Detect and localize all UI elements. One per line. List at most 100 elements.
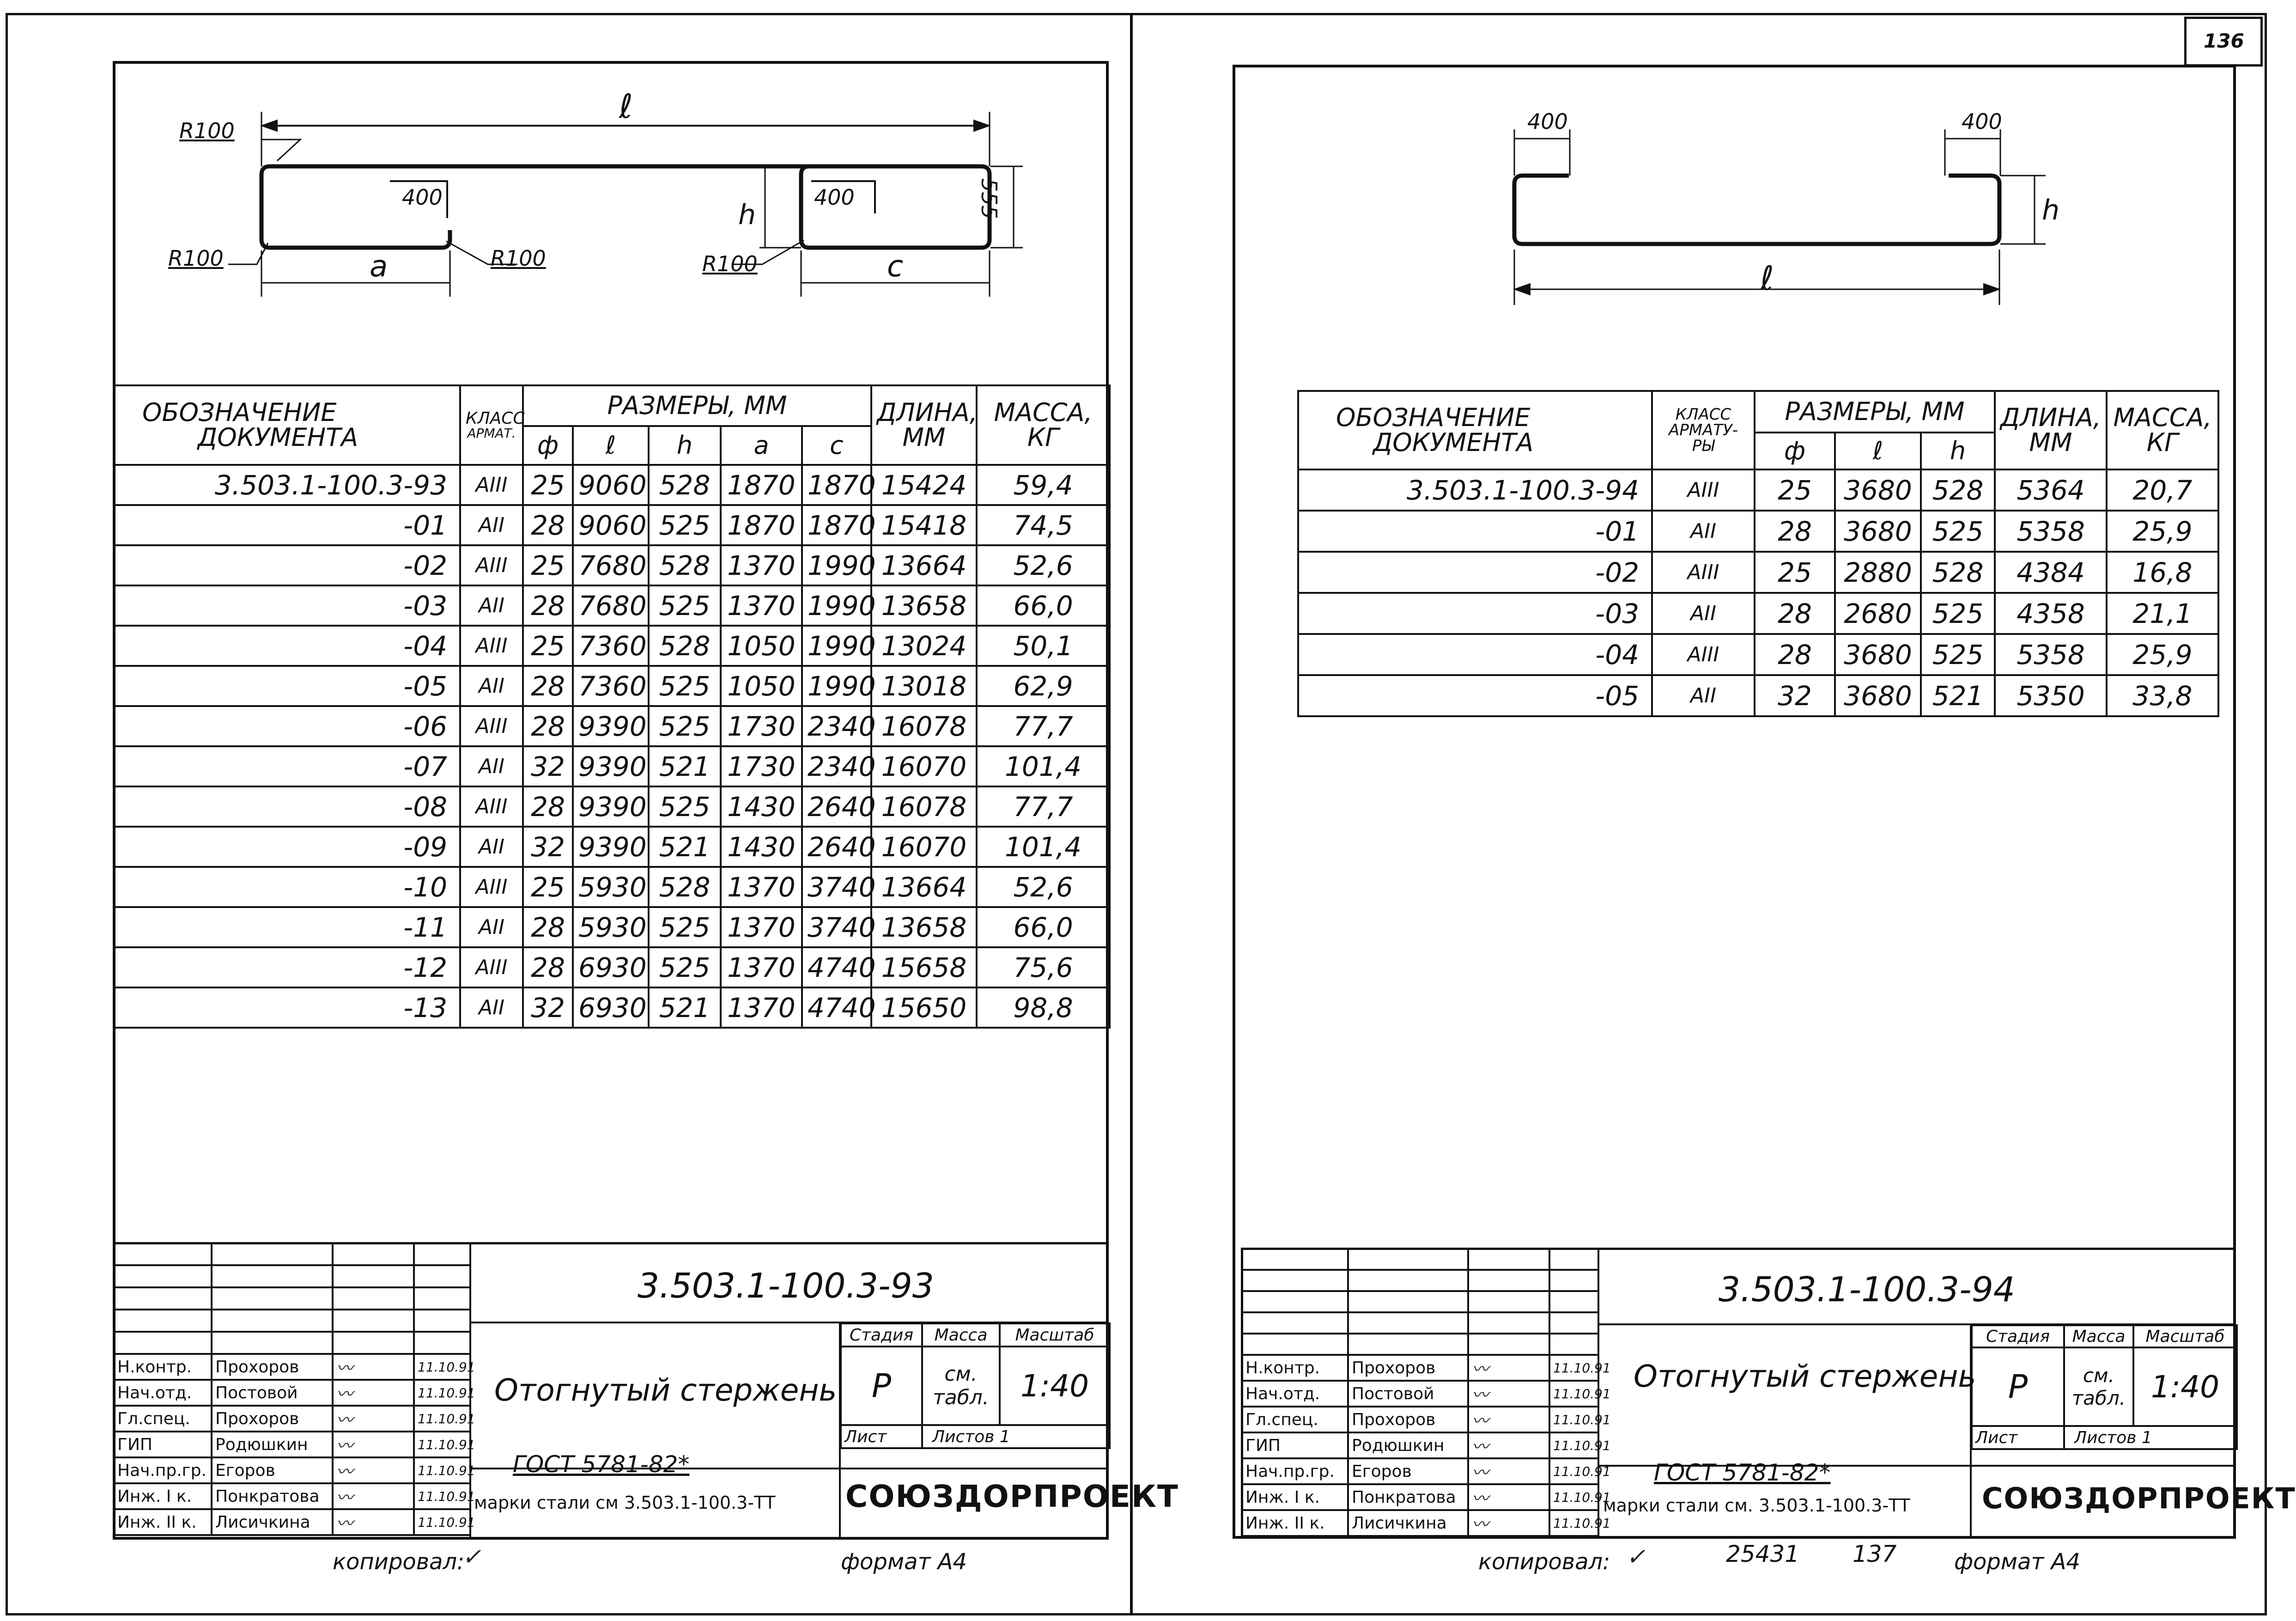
- role-cell: Инж. I к.: [113, 1482, 213, 1510]
- role-cell: ГИП: [113, 1431, 213, 1458]
- table-cell: 3680: [1834, 633, 1922, 676]
- signature-row: Инж. II к.Лисичкина〰11.10.91: [1241, 1509, 1611, 1537]
- table-cell: 16078: [870, 786, 978, 828]
- signature: 〰: [332, 1405, 415, 1432]
- right-dim-400: 400: [1527, 109, 1568, 134]
- copied-signature: ✓: [462, 1543, 481, 1570]
- role-cell: Инж. II к.: [113, 1508, 213, 1536]
- right-document-code: 3.503.1-100.3-94: [1719, 1270, 2015, 1310]
- left-dim-a: a: [370, 250, 388, 284]
- table-cell: 52,6: [976, 866, 1111, 908]
- table-cell: 62,9: [976, 665, 1111, 707]
- date-cell: 11.10.91: [413, 1456, 475, 1484]
- stage-value: Р: [840, 1346, 923, 1426]
- right-title-divider: [1597, 1323, 2236, 1325]
- role-cell: Инж. II к.: [1241, 1509, 1349, 1537]
- cell-designation: -03: [113, 585, 461, 627]
- signature-row: Нач.отд.Постовой〰11.10.91: [1241, 1380, 1611, 1408]
- table-cell: 5358: [1994, 510, 2108, 553]
- header-l: ℓ: [1834, 432, 1922, 470]
- table-cell: 5930: [572, 866, 650, 908]
- person-name-cell: Прохоров: [211, 1405, 334, 1432]
- stage-label: Стадия: [1971, 1324, 2065, 1348]
- table-cell: 13664: [870, 544, 978, 586]
- date-cell: 11.10.91: [1549, 1380, 1611, 1408]
- table-cell: 1870: [801, 504, 876, 546]
- table-cell: 13664: [870, 866, 978, 908]
- person-name-cell: Понкратова: [211, 1482, 334, 1510]
- date-cell: 11.10.91: [1549, 1509, 1611, 1537]
- table-cell: AII: [459, 826, 524, 868]
- table-cell: 525: [1920, 633, 1996, 676]
- table-cell: 16070: [870, 826, 978, 868]
- left-title-divider: [469, 1322, 1109, 1323]
- left-radius-label: R100: [168, 246, 224, 271]
- table-cell: 7360: [572, 665, 650, 707]
- table-cell: 13658: [870, 906, 978, 948]
- person-name-cell: Родюшкин: [1347, 1432, 1469, 1459]
- left-spec-table: ОБОЗНАЧЕНИЕ ДОКУМЕНТА КЛАСС АРМАТ. РАЗМЕ…: [113, 384, 1111, 1029]
- left-title-divider: [469, 1242, 471, 1540]
- copied-signature: ✓: [1626, 1543, 1646, 1570]
- right-dim-400: 400: [1962, 109, 2002, 134]
- table-cell: 1730: [720, 745, 803, 787]
- table-cell: 5350: [1994, 674, 2108, 717]
- cell-designation: -04: [1297, 633, 1653, 676]
- table-cell: 28: [522, 504, 574, 546]
- table-cell: 75,6: [976, 946, 1111, 988]
- signature: 〰: [1467, 1457, 1550, 1485]
- signature-row: Гл.спец.Прохоров〰11.10.91: [113, 1405, 475, 1432]
- table-cell: 525: [648, 585, 722, 627]
- table-cell: 9390: [572, 745, 650, 787]
- cell-designation: -02: [113, 544, 461, 586]
- table-cell: 1990: [801, 665, 876, 707]
- signature-row: Инж. I к.Понкратова〰11.10.91: [113, 1482, 475, 1510]
- scale-value: 1:40: [999, 1346, 1111, 1426]
- table-cell: 525: [648, 665, 722, 707]
- signature: 〰: [1467, 1380, 1550, 1408]
- table-cell: 525: [648, 906, 722, 948]
- table-cell: 28: [1754, 592, 1836, 635]
- table-cell: 101,4: [976, 745, 1111, 787]
- left-organization: СОЮЗДОРПРОЕКТ: [845, 1479, 1179, 1514]
- table-cell: 1990: [801, 585, 876, 627]
- right-part-name: Отогнутый стержень: [1634, 1359, 1976, 1394]
- table-cell: 1050: [720, 625, 803, 667]
- table-cell: 28: [1754, 633, 1836, 676]
- table-cell: 15418: [870, 504, 978, 546]
- table-cell: 521: [1920, 674, 1996, 717]
- signature-row: Н.контр.Прохоров〰11.10.91: [113, 1353, 475, 1381]
- table-cell: 28: [1754, 510, 1836, 553]
- right-bar-drawing: [1512, 129, 2046, 305]
- table-cell: AII: [459, 987, 524, 1029]
- left-part-name: Отогнутый стержень: [494, 1372, 837, 1408]
- stage-label: Стадия: [840, 1322, 923, 1347]
- table-cell: 1370: [720, 987, 803, 1029]
- right-title-divider: [1970, 1323, 1972, 1539]
- left-document-code: 3.503.1-100.3-93: [638, 1266, 934, 1306]
- table-cell: 32: [522, 745, 574, 787]
- header-h: h: [648, 425, 722, 466]
- date-cell: 11.10.91: [1549, 1406, 1611, 1433]
- scale-value: 1:40: [2132, 1347, 2238, 1427]
- date-cell: 11.10.91: [413, 1379, 475, 1407]
- table-cell: 1370: [720, 544, 803, 586]
- table-cell: 1370: [720, 906, 803, 948]
- left-radius-label: R100: [702, 251, 758, 276]
- left-dim-400: 400: [814, 185, 855, 210]
- person-name-cell: Понкратова: [1347, 1483, 1469, 1511]
- table-cell: AII: [459, 906, 524, 948]
- table-cell: 1430: [720, 826, 803, 868]
- right-stage-table: Стадия Масса Масштаб Р см. табл. 1:40 Ли…: [1971, 1324, 2238, 1450]
- table-cell: 2640: [801, 786, 876, 828]
- table-cell: AII: [1651, 592, 1755, 635]
- signature: 〰: [332, 1379, 415, 1407]
- table-cell: 77,7: [976, 786, 1111, 828]
- header-phi: ф: [522, 425, 574, 466]
